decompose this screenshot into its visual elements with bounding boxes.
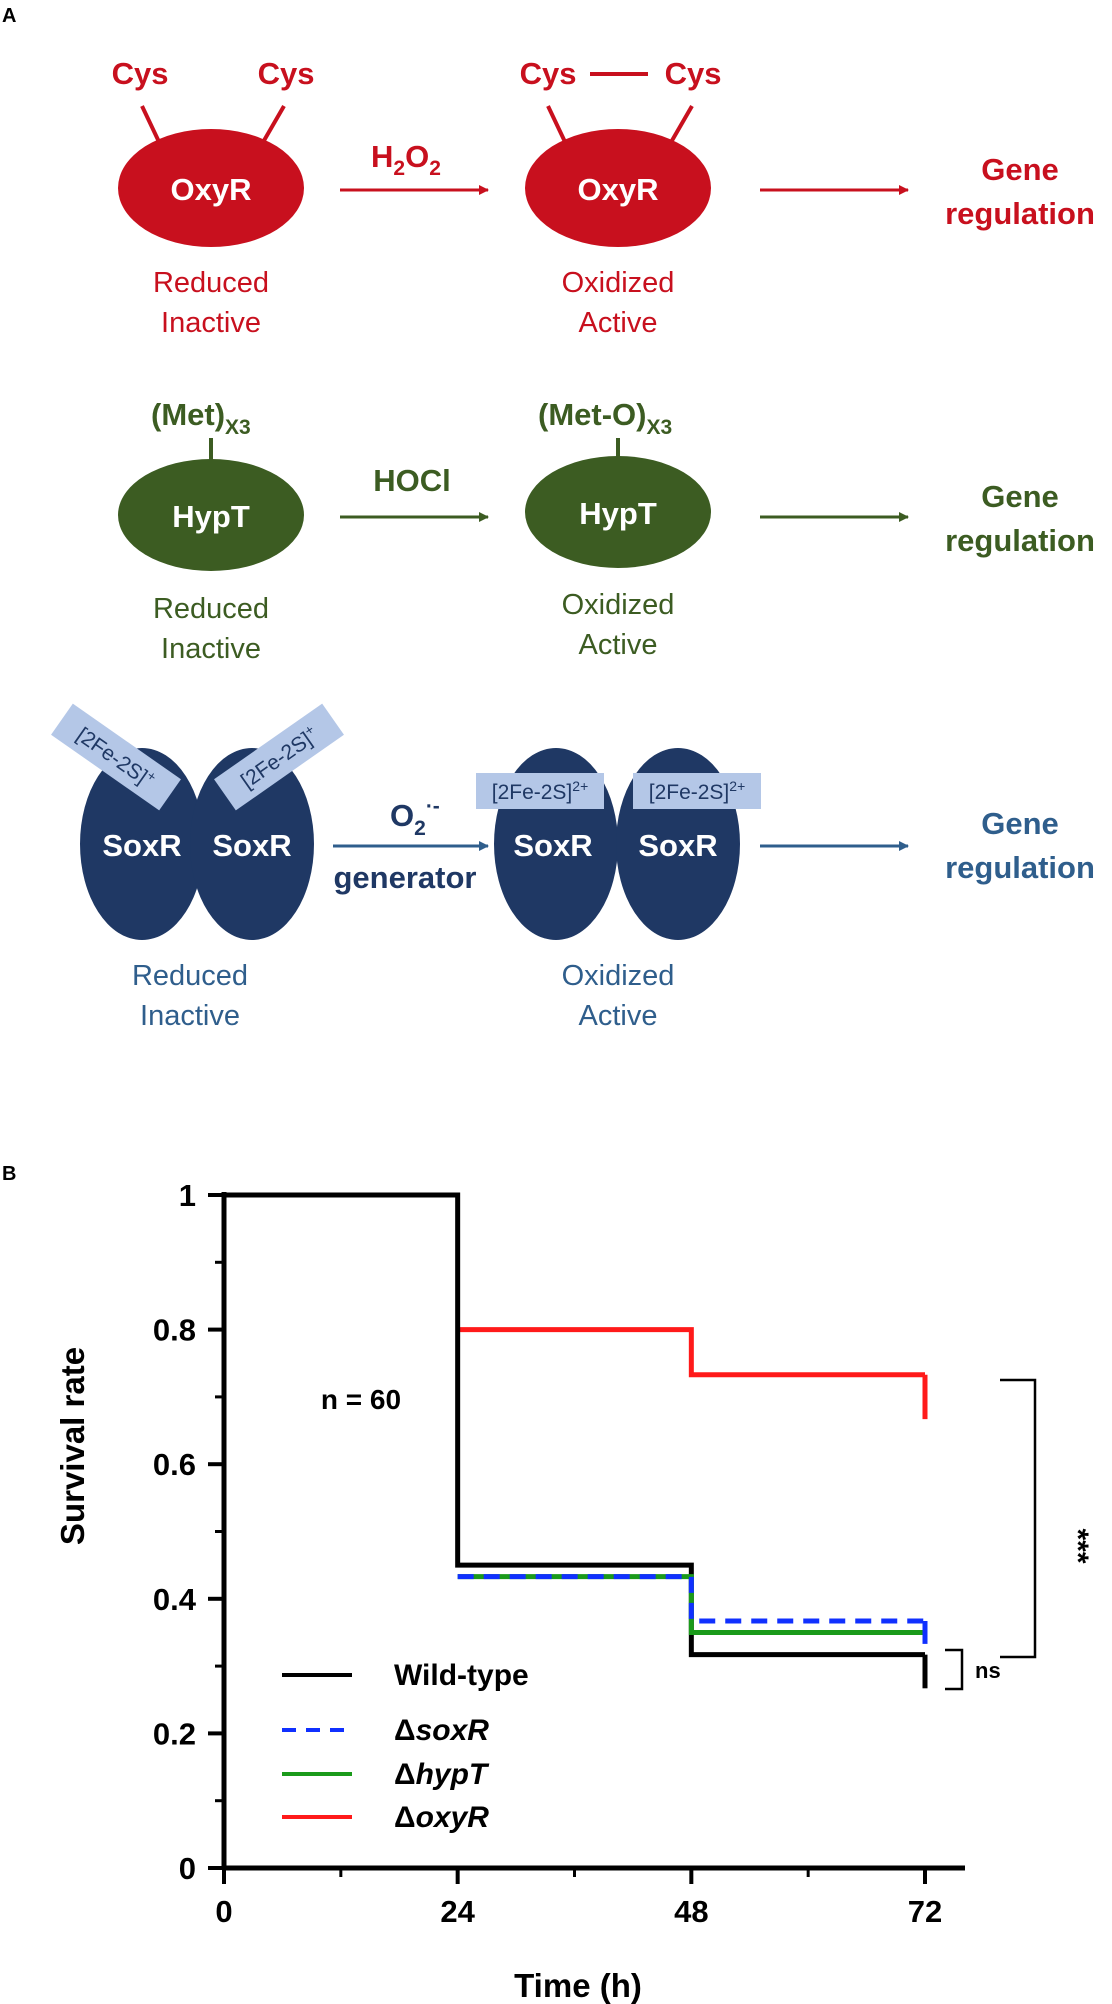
chart-series: [224, 1192, 928, 1689]
soxr-stimulus: O2·-: [390, 795, 440, 840]
soxr-output-line1: Gene: [981, 806, 1059, 841]
soxr-output-line2: regulation: [945, 850, 1095, 885]
hypt-oxidized-state: Oxidized: [562, 589, 675, 621]
oxyr-oxidized-cys-right: Cys: [665, 56, 722, 91]
soxr-oxidized-state: Oxidized: [562, 960, 675, 992]
soxr-oxidized-cluster-right: [2Fe-2S]2+: [633, 773, 761, 809]
significance-bracket-inner: [945, 1648, 964, 1691]
hypt-output-line1: Gene: [981, 479, 1059, 514]
oxyr-oxidized-name: OxyR: [578, 172, 659, 207]
soxr-oxidized-name-left: SoxR: [513, 828, 592, 863]
y-tick-label: 0: [179, 1851, 196, 1886]
oxyr-oxidized-cys-left: Cys: [520, 56, 577, 91]
series-line-delta-soxr: [457, 1574, 925, 1624]
significance-outer-label: ***: [1061, 1528, 1094, 1563]
oxyr-output-line1: Gene: [981, 152, 1059, 187]
x-tick-label: 0: [215, 1894, 232, 1929]
y-tick-label: 1: [179, 1178, 196, 1213]
oxyr-cys-left: Cys: [112, 56, 169, 91]
oxyr-oxidized-ellipse: [525, 129, 711, 247]
oxyr-reduced-linker-left: [140, 105, 162, 145]
y-tick-label: 0.2: [153, 1716, 196, 1751]
panel-b-label: B: [2, 1163, 16, 1185]
series-line-delta-oxyr: [457, 1327, 925, 1378]
svg-text:[2Fe-2S]2+: [2Fe-2S]2+: [492, 778, 589, 804]
hypt-oxidized-ellipse: [525, 456, 711, 568]
significance-inner-label: ns: [975, 1658, 1001, 1683]
chart-ticks: 0 0.2 0.4 0.6 0.8 1 0 24 48 72: [153, 1178, 942, 1929]
oxyr-row: Cys Cys OxyR Reduced Inactive H2O2 Cys C…: [112, 56, 1095, 339]
soxr-reduced-state: Reduced: [132, 960, 248, 992]
oxyr-reduced-name: OxyR: [171, 172, 252, 207]
soxr-inactive-state: Inactive: [140, 1000, 240, 1032]
oxyr-reduced-linker-right: [260, 104, 286, 146]
oxyr-inactive-state: Inactive: [161, 307, 261, 339]
y-tick-label: 0.4: [153, 1582, 197, 1617]
hypt-reduced-name: HypT: [172, 499, 250, 534]
soxr-oxidized-cluster-left: [2Fe-2S]2+: [476, 773, 604, 809]
y-axis-label: Survival rate: [54, 1347, 91, 1545]
panel-a-label: A: [2, 5, 16, 27]
soxr-reduced-monomer-right: [190, 748, 314, 940]
x-tick-label: 24: [440, 1894, 475, 1929]
hypt-row: (Met)X3 HypT Reduced Inactive HOCl (Met-…: [118, 397, 1095, 665]
soxr-active-state: Active: [579, 1000, 658, 1032]
chart-axes: [221, 1192, 965, 1871]
soxr-reduced-name-left: SoxR: [102, 828, 181, 863]
soxr-reduced-name-right: SoxR: [212, 828, 291, 863]
oxyr-oxidized-linker-right: [668, 104, 694, 146]
oxyr-output-line2: regulation: [945, 196, 1095, 231]
survival-chart: 0 0.2 0.4 0.6 0.8 1 0 24 48 72 Survival rate Time…: [54, 1178, 1094, 2004]
soxr-row: SoxR SoxR [2Fe-2S]+ [2Fe-2S]+ Reduced In…: [51, 703, 1095, 1032]
y-tick-label: 0.6: [153, 1447, 196, 1482]
legend-label-oxyr: ΔoxyR: [394, 1801, 489, 1834]
x-tick-label: 72: [908, 1894, 942, 1929]
legend-label-hypt: ΔhypT: [394, 1758, 490, 1791]
soxr-oxidized-name-right: SoxR: [638, 828, 717, 863]
hypt-active-state: Active: [579, 629, 658, 661]
hypt-inactive-state: Inactive: [161, 633, 261, 665]
hypt-oxidized-residue: (Met-O)X3: [538, 397, 672, 439]
hypt-output-line2: regulation: [945, 523, 1095, 558]
oxyr-oxidized-state: Oxidized: [562, 267, 675, 299]
svg-text:[2Fe-2S]2+: [2Fe-2S]2+: [649, 778, 746, 804]
hypt-reduced-ellipse: [118, 459, 304, 571]
legend-label-soxr: ΔsoxR: [394, 1714, 489, 1747]
y-tick-label: 0.8: [153, 1313, 196, 1348]
hypt-stimulus: HOCl: [373, 463, 451, 498]
hypt-reduced-state: Reduced: [153, 593, 269, 625]
legend-label-wild-type: Wild-type: [394, 1659, 529, 1692]
oxyr-reduced-ellipse: [118, 129, 304, 247]
x-axis-label: Time (h): [514, 1967, 642, 2004]
oxyr-oxidized-linker-left: [546, 105, 568, 145]
hypt-oxidized-name: HypT: [579, 496, 657, 531]
oxyr-active-state: Active: [579, 307, 658, 339]
x-tick-label: 48: [674, 1894, 708, 1929]
oxyr-reduced-state: Reduced: [153, 267, 269, 299]
chart-legend: Wild-type ΔsoxR ΔhypT ΔoxyR: [282, 1659, 529, 1834]
hypt-reduced-residue: (Met)X3: [151, 397, 251, 439]
significance-bracket-outer: [1000, 1378, 1037, 1659]
oxyr-cys-right: Cys: [258, 56, 315, 91]
oxyr-stimulus: H2O2: [371, 139, 441, 180]
soxr-stimulus-line2: generator: [334, 860, 477, 895]
series-line-wild-type: [224, 1192, 925, 1658]
soxr-reduced-monomer-left: [80, 748, 204, 940]
sample-size-annotation: n = 60: [321, 1384, 401, 1415]
